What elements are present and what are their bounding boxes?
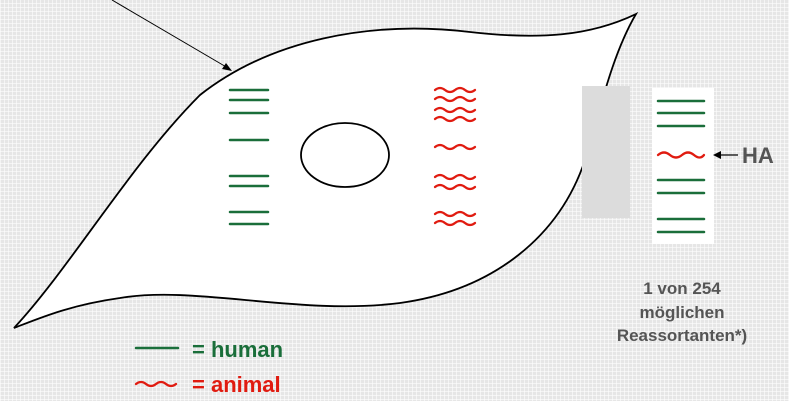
legend: = human = animal [136,337,283,397]
ha-label: HA [742,143,774,168]
legend-animal-label: = animal [192,372,281,397]
legend-human-label: = human [192,337,283,362]
nucleus [301,123,389,187]
ha-pointer-arrowhead [713,151,721,159]
pointer-arrowhead [222,63,232,71]
reassortant-caption-line1: 1 von 254 [643,279,721,298]
transition-block [582,86,630,218]
reassortant-caption-line2: möglichen [639,303,724,322]
pointer-line [112,0,228,68]
reassortant-caption-line3: Reassortanten*) [617,326,747,345]
reassortant-panel [652,88,714,244]
legend-animal-symbol [136,382,176,386]
